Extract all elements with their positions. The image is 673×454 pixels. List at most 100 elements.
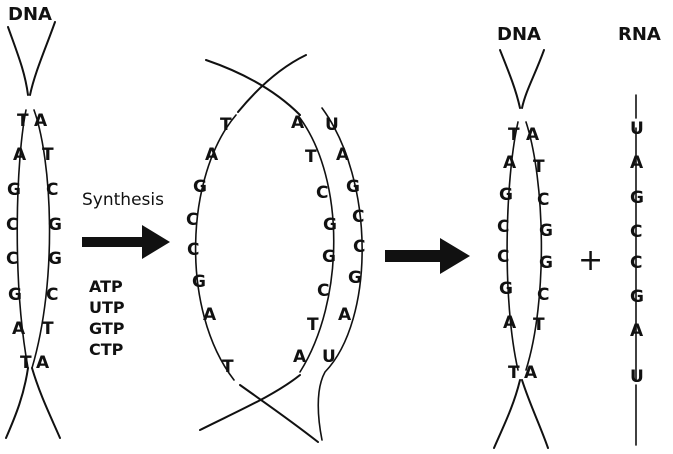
dna-final-strand-left-top: [499, 49, 521, 109]
rna-product-base-7: A: [630, 321, 644, 341]
stage1-right-base-2: T: [42, 145, 54, 165]
stage1-right-base-1: A: [34, 111, 48, 131]
stage2-right-base-7: T: [307, 315, 319, 335]
stage1-left-base-1: T: [17, 111, 29, 131]
stage3-right-base-8: A: [524, 363, 538, 383]
stage3-left-base-3: G: [499, 185, 513, 205]
stage2-left-base-6: G: [192, 272, 206, 292]
rna-product-base-4: C: [630, 222, 642, 242]
stage1-right-base-6: C: [46, 285, 58, 305]
stage1-right-base-4: G: [48, 215, 62, 235]
rna-product-base-8: U: [630, 367, 644, 387]
stage3-left-base-5: C: [497, 247, 509, 267]
stage1-right-base-3: C: [46, 180, 58, 200]
stage2-rna-base-1: U: [325, 115, 339, 135]
rna-product-base-5: C: [630, 253, 642, 273]
dna-final-strand-left-bottom: [493, 379, 521, 449]
substrate-ctp: CTP: [89, 340, 124, 359]
dna-final-backbone-right: [525, 121, 543, 371]
stage3-right-base-6: C: [537, 285, 549, 305]
stage3-left-base-1: T: [508, 125, 520, 145]
stage3-right-base-4: G: [539, 221, 553, 241]
bubble-strand-bottom-right: [239, 384, 319, 443]
stage2-rna-base-6: G: [348, 268, 362, 288]
bubble-backbone-right: [299, 117, 335, 373]
stage2-rna-base-7: A: [338, 305, 352, 325]
stage3-right-base-3: C: [537, 190, 549, 210]
stage2-right-base-2: T: [305, 147, 317, 167]
substrate-list: ATP UTP GTP CTP: [89, 277, 125, 359]
stage2-left-base-5: C: [187, 240, 199, 260]
stage1-left-base-2: A: [13, 145, 27, 165]
stage1-left-base-8: T: [20, 353, 32, 373]
dna-strand-left-top: [7, 26, 29, 96]
stage2-right-base-1: A: [291, 113, 305, 133]
bubble-backbone-left: [194, 114, 237, 381]
rna-product-base-1: U: [630, 119, 644, 139]
stage3-left-base-4: C: [497, 217, 509, 237]
substrate-atp: ATP: [89, 277, 123, 296]
stage3-left-base-2: A: [503, 153, 517, 173]
stage2-left-base-7: A: [203, 305, 217, 325]
dna-strand-left-bottom: [5, 367, 29, 439]
stage1-left-base-6: G: [8, 285, 22, 305]
stage3-right-base-7: T: [533, 315, 545, 335]
stage2-rna-base-2: A: [336, 145, 350, 165]
rna-label: RNA: [618, 24, 661, 45]
stage1-left-base-3: G: [7, 180, 21, 200]
bubble-strand-outer-top: [205, 59, 301, 116]
synthesis-arrow: [82, 225, 170, 259]
stage2-right-base-4: G: [323, 215, 337, 235]
dna-strand-right-top: [29, 21, 56, 96]
stage1-left-base-7: A: [12, 319, 26, 339]
plus-sign: +: [578, 243, 603, 278]
rna-product-base-6: G: [630, 287, 644, 307]
dna-backbone-right: [31, 109, 51, 369]
stage3-left-base-6: G: [499, 279, 513, 299]
stage2-right-base-5: G: [322, 247, 336, 267]
stage1-right-base-7: T: [42, 319, 54, 339]
substrate-gtp: GTP: [89, 319, 125, 338]
rna-backbone-growing: [317, 107, 363, 441]
stage2-right-base-8: A: [293, 347, 307, 367]
dna-label-right: DNA: [497, 24, 541, 45]
bubble-strand-crossing-top: [237, 54, 307, 113]
stage2-left-base-1: T: [220, 115, 232, 135]
dna-backbone-left: [16, 109, 29, 369]
stage3-left-base-8: T: [508, 363, 520, 383]
dna-final-backbone-left: [506, 121, 519, 371]
rna-product-base-3: G: [630, 188, 644, 208]
substrate-utp: UTP: [89, 298, 125, 317]
stage3-right-base-5: G: [539, 253, 553, 273]
stage2-rna-base-5: C: [353, 237, 365, 257]
rna-product-base-2: A: [630, 153, 644, 173]
stage1-right-base-5: G: [48, 249, 62, 269]
stage2-rna-base-8: U: [322, 347, 336, 367]
stage2-rna-base-4: C: [352, 207, 364, 227]
stage2-left-base-8: T: [222, 357, 234, 377]
process-arrow: [385, 238, 470, 274]
dna-label-left: DNA: [8, 4, 52, 25]
stage2-left-base-2: A: [205, 145, 219, 165]
stage2-left-base-4: C: [186, 210, 198, 230]
synthesis-label: Synthesis: [82, 190, 164, 210]
stage2-right-base-3: C: [316, 183, 328, 203]
stage1-left-base-5: C: [6, 249, 18, 269]
dna-strand-right-bottom: [31, 367, 61, 439]
stage2-left-base-3: G: [193, 177, 207, 197]
stage3-right-base-1: A: [526, 125, 540, 145]
stage3-left-base-7: A: [503, 313, 517, 333]
stage3-right-base-2: T: [533, 157, 545, 177]
